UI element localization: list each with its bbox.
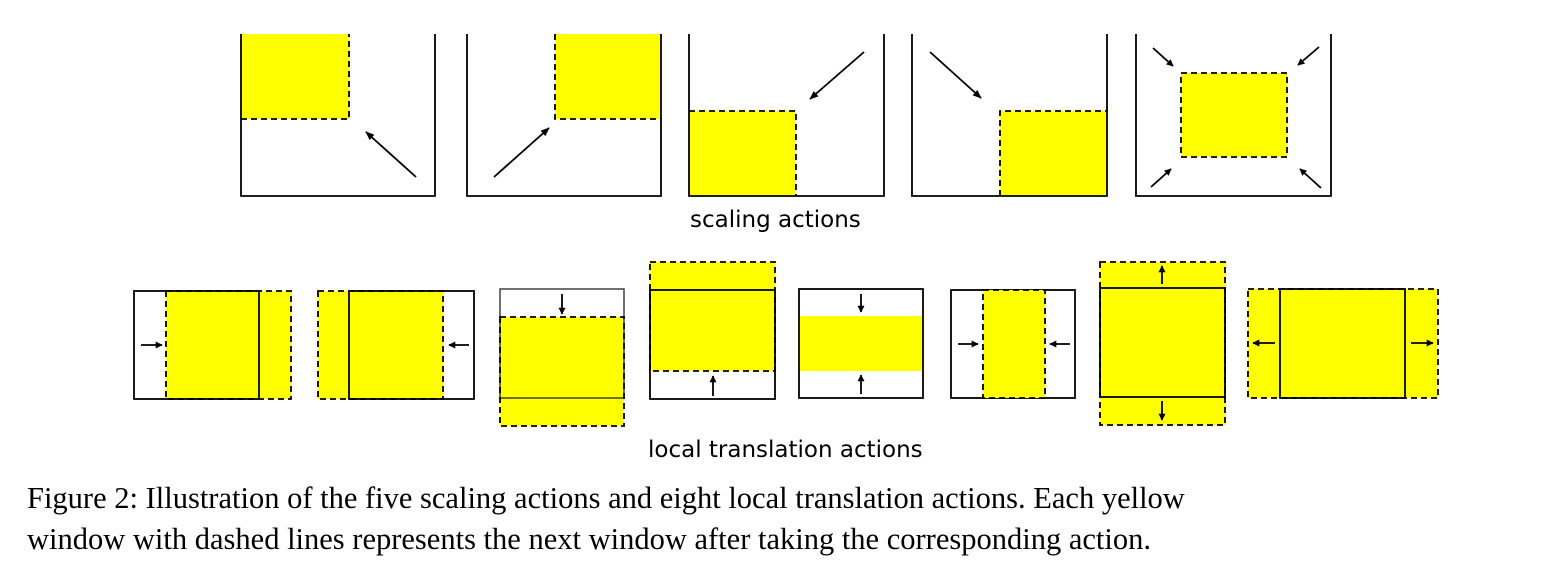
caption-line-2: window with dashed lines represents the … [27,522,1151,556]
translation-panel-8 [1247,288,1439,399]
yellow-window [1180,72,1288,158]
yellow-window [165,290,292,400]
yellow-window [982,289,1046,399]
translation-panel-6 [950,289,1076,399]
translation-panel-5 [798,288,924,399]
scaling-panel-5 [1135,34,1332,197]
panel-frame [133,290,260,400]
translation-panel-3 [499,288,625,427]
panel-frame [649,289,776,400]
yellow-window [800,316,922,371]
local-translation-actions-label: local translation actions [648,437,923,463]
scaling-panel-4 [911,34,1108,197]
yellow-window [499,316,625,427]
panel-frame [348,290,475,400]
arrow-down-right-icon [929,51,982,99]
translation-panel-4 [649,261,776,400]
translation-panel-2 [317,290,475,400]
arrow-inward-bottom-right-icon [1299,168,1322,189]
arrow-inward-top-right-icon [1297,46,1320,66]
yellow-window [1099,261,1226,426]
yellow-window [1247,288,1439,399]
caption-line-1: Figure 2: Illustration of the five scali… [27,481,1185,515]
window-dashed-edge [554,34,661,120]
scaling-actions-label: scaling actions [690,207,861,233]
panel-frame [911,34,1108,197]
figure-caption: Figure 2: Illustration of the five scali… [27,478,1557,560]
yellow-window [649,261,776,372]
window-dashed-edge [241,34,350,120]
panel-frame [499,288,625,399]
yellow-window [689,111,796,196]
panel-frame [466,34,662,197]
window-dashed-edge [999,110,1107,196]
yellow-window [555,34,661,119]
scaling-panel-1 [240,34,436,197]
panel-frame [1279,288,1406,399]
panel-frame [1135,34,1332,197]
arrow-up-left-icon [365,131,417,178]
yellow-window [1000,111,1107,196]
arrow-inward-top-left-icon [1152,47,1174,67]
window-dashed-edge [689,110,797,196]
yellow-window [317,290,444,400]
scaling-panel-3 [688,34,885,197]
arrow-inward-bottom-left-icon [1150,168,1172,188]
arrow-down-left-icon [809,51,865,100]
arrow-up-right-icon [493,127,550,178]
panel-frame [240,34,436,197]
panel-frame [1099,287,1226,398]
panel-frame [688,34,885,197]
scaling-panel-2 [466,34,662,197]
yellow-window [241,34,349,119]
translation-panel-7 [1099,261,1226,426]
translation-panel-1 [133,290,292,400]
